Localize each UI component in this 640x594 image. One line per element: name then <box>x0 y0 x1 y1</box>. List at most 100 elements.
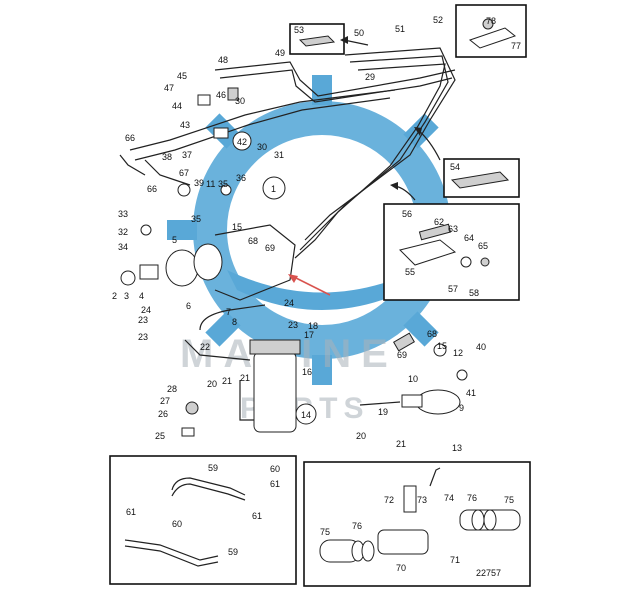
callout-59b: 59 <box>228 547 238 557</box>
callout-34: 34 <box>118 242 128 252</box>
callout-39: 39 <box>194 178 204 188</box>
callout-31: 31 <box>274 150 284 160</box>
callout-11: 11 <box>206 179 215 189</box>
callout-65: 65 <box>478 241 488 251</box>
callout-22: 22 <box>200 342 210 352</box>
injection-pump-body <box>165 224 296 331</box>
callout-71: 71 <box>450 555 460 565</box>
fittings <box>120 87 468 437</box>
callout-21a: 21 <box>222 376 232 386</box>
callout-1: 1 <box>262 176 286 200</box>
filter-pipe-left <box>239 380 254 421</box>
callout-18: 18 <box>308 321 318 331</box>
svg-text:42: 42 <box>237 137 247 147</box>
callout-12: 12 <box>453 348 463 358</box>
callout-30b: 30 <box>257 142 267 152</box>
callout-21c: 21 <box>396 439 406 449</box>
callout-44: 44 <box>172 101 182 111</box>
callout-15a: 15 <box>232 222 242 232</box>
callout-27: 27 <box>160 396 170 406</box>
callout-75b: 75 <box>504 495 514 505</box>
callout-66b: 66 <box>147 184 157 194</box>
callout-23b: 23 <box>138 332 148 342</box>
callout-54: 54 <box>450 162 460 172</box>
callout-10: 10 <box>408 374 418 384</box>
callout-78: 78 <box>486 16 496 26</box>
callout-42: 42 <box>232 131 252 151</box>
callout-16: 16 <box>302 367 312 377</box>
callout-29: 29 <box>365 72 375 82</box>
callout-73: 73 <box>417 495 427 505</box>
callout-26: 26 <box>158 409 168 419</box>
return-line <box>144 159 191 186</box>
callout-52: 52 <box>433 15 443 25</box>
callout-15b: 15 <box>437 341 447 351</box>
callout-58: 58 <box>469 288 479 298</box>
callout-41: 41 <box>466 388 476 398</box>
callout-6: 6 <box>186 301 191 311</box>
callout-23a: 23 <box>138 315 148 325</box>
injection-pipes <box>129 47 456 259</box>
callout-20b: 20 <box>356 431 366 441</box>
callout-57: 57 <box>448 284 458 294</box>
callout-49: 49 <box>275 48 285 58</box>
callout-17: 17 <box>304 330 314 340</box>
callout-56: 56 <box>402 209 412 219</box>
callout-21b: 21 <box>240 373 250 383</box>
callout-35b: 35 <box>191 214 201 224</box>
callout-24b: 24 <box>284 298 294 308</box>
callout-23c: 23 <box>288 320 298 330</box>
callout-61c: 61 <box>126 507 136 517</box>
callout-38: 38 <box>162 152 172 162</box>
callout-19: 19 <box>378 407 388 417</box>
callout-43: 43 <box>180 120 190 130</box>
callout-37: 37 <box>182 150 192 160</box>
callout-76b: 76 <box>467 493 477 503</box>
detail-box-53 <box>289 23 345 55</box>
svg-text:14: 14 <box>301 410 311 420</box>
callout-20a: 20 <box>207 379 217 389</box>
callout-2: 2 <box>112 291 117 301</box>
callout-63: 63 <box>448 224 458 234</box>
callout-14: 14 <box>295 403 317 425</box>
callout-40: 40 <box>476 342 486 352</box>
callout-72: 72 <box>384 495 394 505</box>
detail-box-59-61 <box>109 455 297 585</box>
fuel-filter <box>249 339 301 433</box>
callout-36: 36 <box>236 173 246 183</box>
callout-59a: 59 <box>208 463 218 473</box>
callout-61a: 61 <box>270 479 280 489</box>
callout-3: 3 <box>124 291 129 301</box>
callout-labels: 1 2 3 4 5 6 7 8 9 10 11 12 13 14 15 15 1… <box>112 15 521 573</box>
red-pointer-arrow <box>288 274 331 296</box>
detail-box-70-76 <box>303 461 531 587</box>
callout-75a: 75 <box>320 527 330 537</box>
callout-76a: 76 <box>352 521 362 531</box>
callout-68b: 68 <box>427 329 437 339</box>
callout-70: 70 <box>396 563 406 573</box>
reference-number: 22757 <box>476 568 501 578</box>
callout-30a: 30 <box>235 96 245 106</box>
callout-69b: 69 <box>397 350 407 360</box>
feed-pipe <box>359 401 401 406</box>
feed-pump <box>401 389 461 415</box>
callout-33: 33 <box>118 209 128 219</box>
callout-60b: 60 <box>172 519 182 529</box>
callout-24a: 24 <box>141 305 151 315</box>
callout-7: 7 <box>226 307 231 317</box>
callout-13: 13 <box>452 443 462 453</box>
callout-9: 9 <box>459 403 464 413</box>
callout-66a: 66 <box>125 133 135 143</box>
callout-67: 67 <box>179 168 189 178</box>
callout-4: 4 <box>139 291 144 301</box>
callout-62: 62 <box>434 217 444 227</box>
callout-68a: 68 <box>248 236 258 246</box>
callout-53: 53 <box>294 25 304 35</box>
detail-box-77-78 <box>455 4 527 58</box>
callout-64: 64 <box>464 233 474 243</box>
callout-50: 50 <box>354 28 364 38</box>
callout-74: 74 <box>444 493 454 503</box>
callout-32: 32 <box>118 227 128 237</box>
callout-28: 28 <box>167 384 177 394</box>
